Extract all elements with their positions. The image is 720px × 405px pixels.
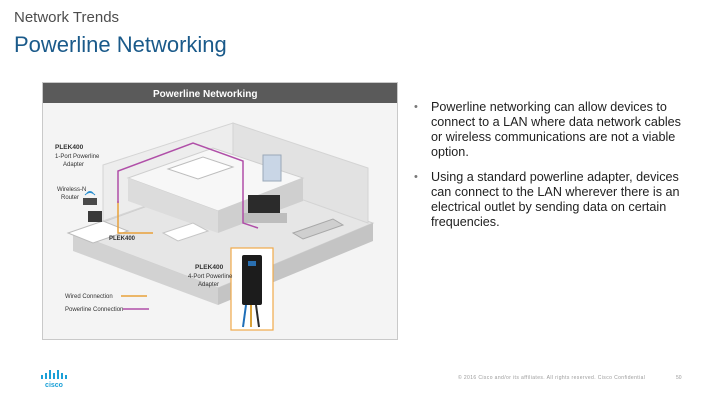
section-label: Network Trends [14,9,120,26]
footer-copyright: © 2016 Cisco and/or its affiliates. All … [458,375,646,381]
upper-floor-side-left [128,178,218,233]
label-plek-4port-model: PLEK400 [195,264,224,271]
diagram-banner-title: Powerline Networking [153,89,257,100]
label-plek-1port-model: PLEK400 [55,144,84,151]
bed [166,156,235,180]
cisco-logo: cisco [40,369,70,394]
four-port-adapter [242,255,262,305]
media-cabinet [243,213,287,223]
bullet-text: Powerline networking can allow devices t… [431,100,681,159]
sofa [291,218,345,240]
cisco-logo-text: cisco [45,382,63,389]
slide-title: Powerline Networking [14,32,227,57]
label-plek-4port-desc-1: 4-Port Powerline [188,274,233,280]
bookshelf [262,154,282,182]
house-floor-edge-left [73,233,218,305]
bullet-text: Using a standard powerline adapter, devi… [431,170,680,229]
bullet-item: • Powerline networking can allow devices … [414,100,686,160]
legend-powerline-label: Powerline Connection [65,307,123,313]
wired-connection-line [117,201,153,234]
label-router-2: Router [61,195,79,201]
legend-wired-label: Wired Connection [65,294,113,300]
wireless-router [83,198,97,205]
label-plek-4port-desc-2: Adapter [198,282,219,288]
powerline-diagram: Powerline Networking [42,82,398,340]
cisco-logo-icon: cisco [41,370,67,389]
computer-monitor [88,211,102,222]
label-plek-1port-desc-1: 1-Port Powerline [55,154,100,160]
adapter-led [248,261,256,266]
bullet-icon: • [414,101,418,113]
bullet-icon: • [414,171,418,183]
adapter-cable-3 [255,304,260,328]
powerline-diagram-svg: Powerline Networking [43,83,397,339]
television [248,195,280,213]
adapter-cable-1 [242,304,247,328]
label-plek-center: PLEK400 [109,236,136,242]
stairs [161,222,210,242]
label-router-1: Wireless-N [57,187,86,193]
page-number: 50 [676,375,682,381]
bullet-item: • Using a standard powerline adapter, dev… [414,170,686,230]
desk [66,220,130,244]
diagram-banner [43,83,397,103]
powerline-connection-line [117,142,259,229]
bullet-list: • Powerline networking can allow devices … [414,100,686,240]
label-plek-1port-desc-2: Adapter [63,162,84,168]
wifi-signal-icon [84,191,96,196]
